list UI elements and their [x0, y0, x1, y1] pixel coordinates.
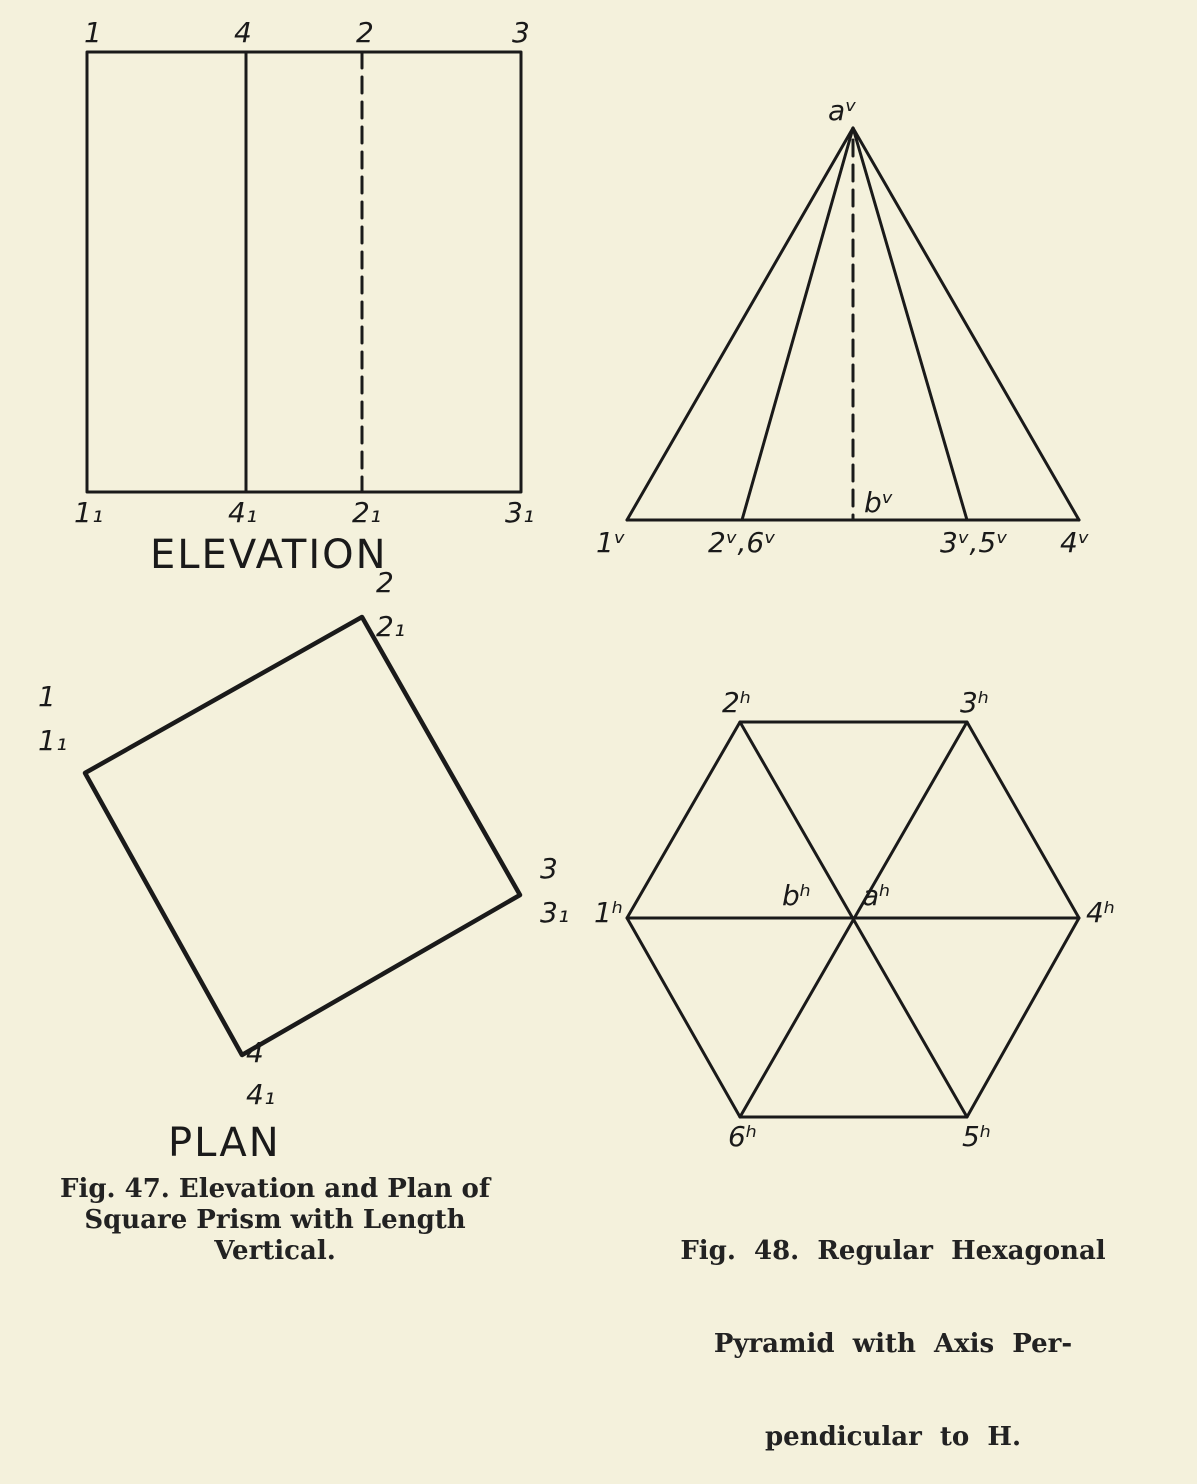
fig47-plan: 2 2₁ 1 1₁ 3 3₁ 4 4₁ PLAN	[38, 566, 569, 1166]
caption-line: Pyramid with Axis Per-	[713, 1329, 1073, 1359]
edge-3-line	[851, 126, 969, 522]
caption-line: Fig. 47. Elevation and Plan of	[59, 1174, 490, 1204]
label-3v-5v: 3ᵛ,5ᵛ	[940, 526, 1008, 559]
label-2v-6v: 2ᵛ,6ᵛ	[708, 526, 776, 559]
label-3-sub: 3₁	[505, 496, 534, 529]
caption-line: Fig. 48. Regular Hexagonal	[680, 1236, 1106, 1266]
label-bv: bᵛ	[864, 486, 893, 519]
diagonal-3-6	[738, 720, 969, 1119]
label-3: 3	[512, 16, 530, 49]
label-3h: 3ʰ	[960, 686, 989, 719]
label-1h: 1ʰ	[594, 896, 623, 929]
label-apex: aᵛ	[828, 94, 857, 127]
label-1-sub: 1₁	[74, 496, 103, 529]
fig48-elevation: aᵛ 1ᵛ 2ᵛ,6ᵛ bᵛ 3ᵛ,5ᵛ 4ᵛ	[596, 94, 1090, 559]
label-bh: bʰ	[782, 879, 811, 912]
plan-label-4-sub: 4₁	[246, 1078, 275, 1111]
edge-2-line	[740, 126, 855, 522]
edge-1-line	[625, 126, 855, 522]
fig48-caption: Fig. 48. Regular Hexagonal Pyramid with …	[628, 1174, 1158, 1484]
label-4-sub: 4₁	[228, 496, 257, 529]
fig47-elevation: 1 4 2 3 1₁ 4₁ 2₁ 3₁ ELEVATION	[74, 16, 534, 578]
diagram-canvas: 1 4 2 3 1₁ 4₁ 2₁ 3₁ ELEVATION 2 2₁ 1 1₁ …	[38, 16, 1115, 1166]
fig47-caption: Fig. 47. Elevation and Plan of Square Pr…	[10, 1174, 540, 1267]
caption-line: Square Prism with Length	[84, 1205, 466, 1235]
label-4: 4	[234, 16, 252, 49]
label-ah: aʰ	[862, 879, 890, 912]
plan-label-1-sub: 1₁	[38, 724, 67, 757]
label-1v: 1ᵛ	[596, 526, 626, 559]
label-1: 1	[84, 16, 102, 49]
label-2h: 2ʰ	[722, 686, 751, 719]
label-4v: 4ᵛ	[1060, 526, 1090, 559]
caption-line: pendicular to H.	[764, 1422, 1021, 1452]
elevation-outline	[85, 50, 523, 494]
plan-title: PLAN	[168, 1120, 281, 1166]
plan-label-2: 2	[376, 566, 394, 599]
label-2-sub: 2₁	[352, 496, 381, 529]
label-4h: 4ʰ	[1086, 896, 1115, 929]
label-5h: 5ʰ	[962, 1120, 991, 1153]
fig48-plan: 2ʰ 3ʰ 1ʰ 4ʰ 5ʰ 6ʰ bʰ aʰ	[594, 686, 1115, 1153]
caption-line: Vertical.	[214, 1236, 336, 1266]
plan-label-3: 3	[540, 852, 558, 885]
label-2: 2	[356, 16, 374, 49]
label-6h: 6ʰ	[728, 1120, 757, 1153]
plan-label-4: 4	[246, 1036, 264, 1069]
plan-label-1: 1	[38, 680, 56, 713]
plan-label-2-sub: 2₁	[376, 610, 405, 643]
edge-4-line	[851, 126, 1081, 522]
plan-label-3-sub: 3₁	[540, 896, 569, 929]
elevation-title: ELEVATION	[150, 532, 388, 578]
plan-square	[82, 614, 523, 1058]
